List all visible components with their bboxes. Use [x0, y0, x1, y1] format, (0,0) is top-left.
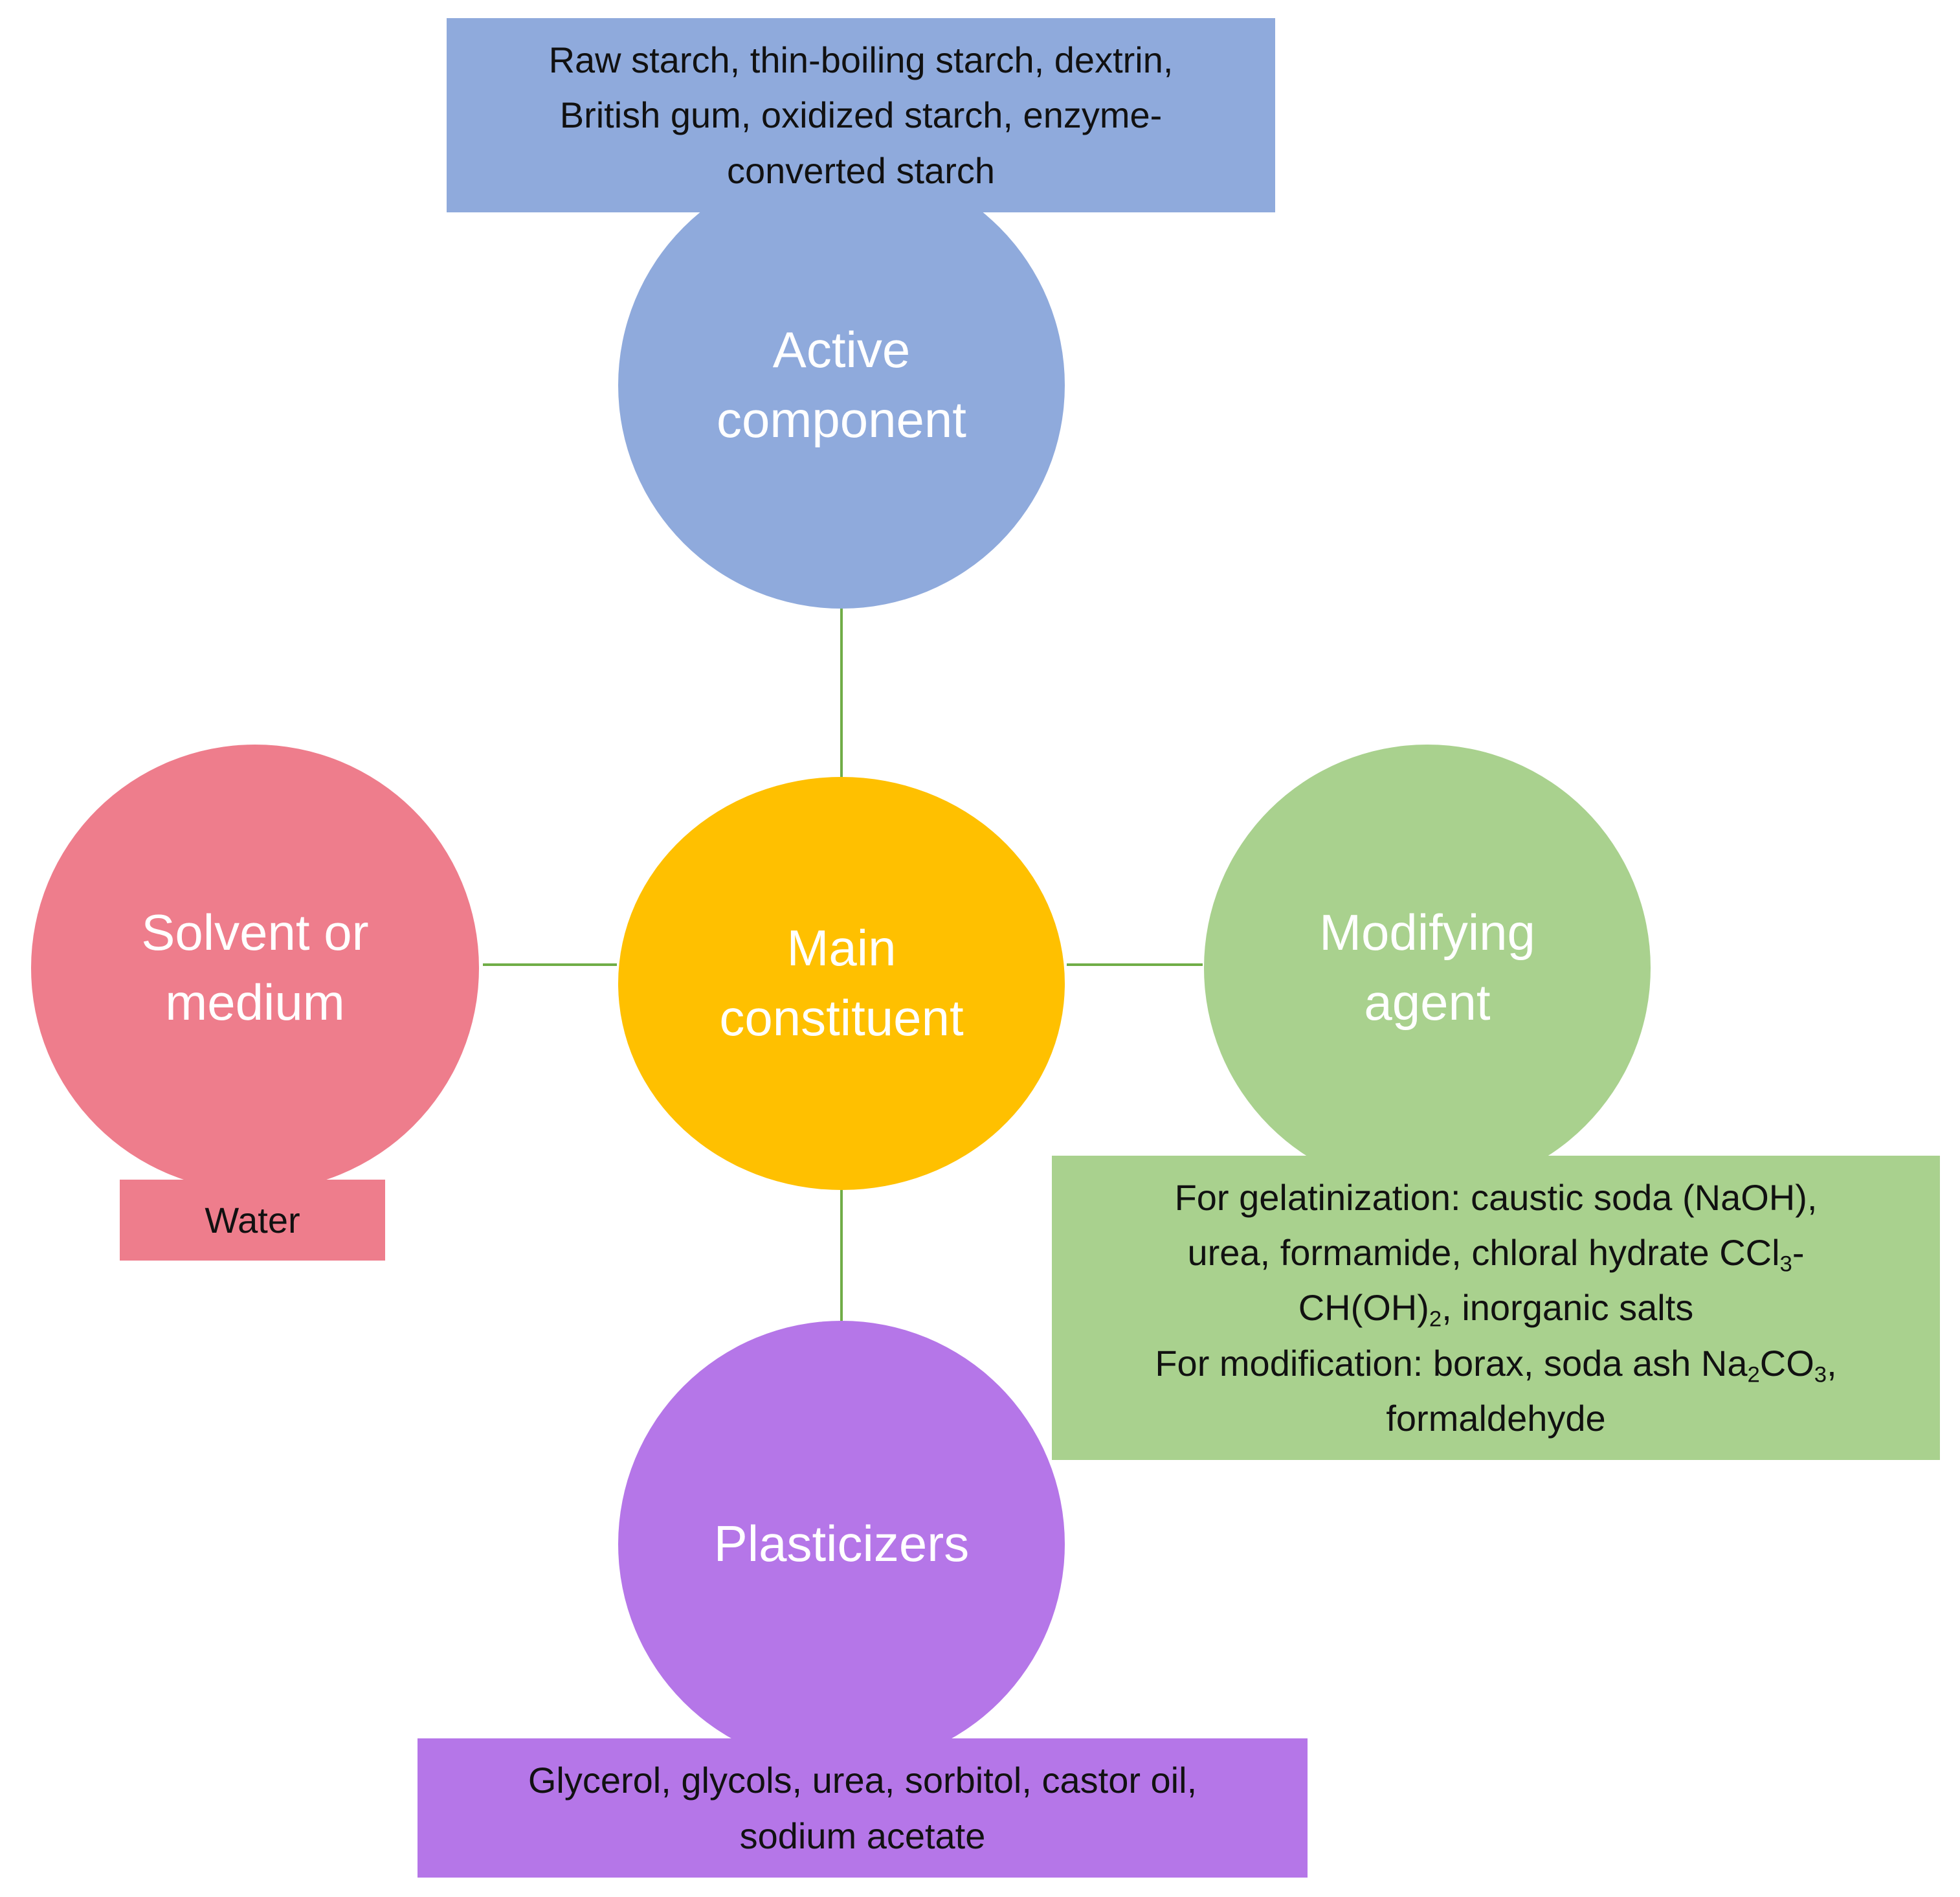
box-modifying-agent-examples: For gelatinization: caustic soda (NaOH),…	[1052, 1156, 1940, 1460]
node-modifying-agent: Modifying agent	[1204, 745, 1651, 1191]
box-solvent-examples: Water	[120, 1180, 385, 1261]
node-solvent-or-medium: Solvent or medium	[31, 745, 479, 1191]
plasticizers-box-line: Glycerol, glycols, urea, sorbitol, casto…	[528, 1760, 1197, 1801]
box-active-component-examples: Raw starch, thin-boiling starch, dextrin…	[447, 18, 1275, 212]
plasticizers-box-line: sodium acetate	[739, 1815, 986, 1856]
active-label: Active component	[717, 315, 966, 455]
active-label-line: component	[717, 391, 966, 448]
box-plasticizers-examples: Glycerol, glycols, urea, sorbitol, casto…	[418, 1738, 1308, 1878]
modifying-line-2-end: -	[1792, 1232, 1805, 1274]
modifying-label: Modifying agent	[1319, 898, 1535, 1037]
active-box-line: British gum, oxidized starch, enzyme-	[559, 95, 1163, 136]
active-box-line: Raw starch, thin-boiling starch, dextrin…	[548, 39, 1174, 81]
modifying-label-line: Modifying	[1319, 904, 1535, 961]
connector-main-plasticizers	[840, 1190, 843, 1324]
modifying-line-3-text: CH(OH)	[1298, 1287, 1429, 1329]
modifying-line-4-subscript-1: 2	[1747, 1362, 1760, 1387]
modifying-line-3: CH(OH)2, inorganic salts	[1298, 1280, 1694, 1335]
plasticizers-label-line: Plasticizers	[713, 1515, 970, 1573]
modifying-line-2-text: urea, formamide, chloral hydrate CCl	[1187, 1232, 1780, 1274]
modifying-line-4-mid: CO	[1759, 1342, 1814, 1384]
modifying-line-5: formaldehyde	[1386, 1397, 1606, 1439]
modifying-line-1: For gelatinization: caustic soda (NaOH),	[1174, 1177, 1818, 1218]
modifying-line-4-text: For modification: borax, soda ash Na	[1155, 1342, 1748, 1384]
solvent-label: Solvent or medium	[141, 898, 368, 1037]
node-main-constituent: Main constituent	[618, 777, 1065, 1190]
modifying-line-2-subscript: 3	[1779, 1252, 1792, 1277]
main-label: Main constituent	[719, 914, 963, 1053]
connector-solvent-main	[483, 963, 617, 966]
modifying-line-4-end: ,	[1827, 1342, 1837, 1384]
modifying-line-3-end: , inorganic salts	[1442, 1287, 1694, 1329]
solvent-label-line: medium	[165, 974, 345, 1031]
node-plasticizers: Plasticizers	[618, 1321, 1065, 1768]
active-label-line: Active	[772, 321, 911, 379]
modifying-line-4: For modification: borax, soda ash Na2CO3…	[1155, 1336, 1836, 1391]
solvent-box-line: Water	[205, 1199, 300, 1240]
node-active-component: Active component	[618, 162, 1065, 609]
plasticizers-label: Plasticizers	[714, 1509, 969, 1579]
main-label-line: Main	[786, 919, 896, 977]
modifying-label-line: agent	[1364, 974, 1491, 1031]
solvent-label-line: Solvent or	[141, 904, 369, 961]
connector-main-modifying	[1067, 963, 1203, 966]
connector-active-main	[840, 609, 843, 778]
main-label-line: constituent	[719, 989, 964, 1046]
modifying-line-4-subscript-2: 3	[1814, 1362, 1827, 1387]
modifying-line-2: urea, formamide, chloral hydrate CCl3-	[1188, 1225, 1805, 1280]
modifying-line-3-subscript: 2	[1429, 1307, 1442, 1332]
active-box-line: converted starch	[727, 150, 995, 191]
